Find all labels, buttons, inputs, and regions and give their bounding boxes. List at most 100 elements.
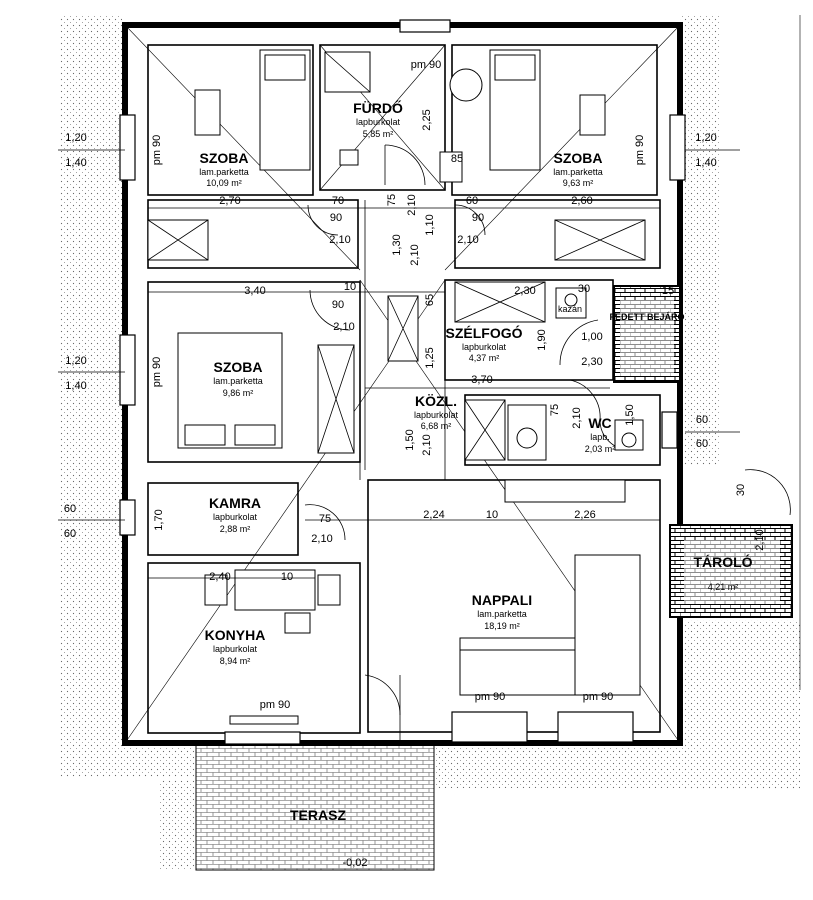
svg-text:KAMRA: KAMRA bbox=[209, 495, 261, 511]
dimension-lines bbox=[58, 149, 740, 579]
svg-text:60: 60 bbox=[696, 414, 708, 426]
svg-text:90: 90 bbox=[330, 212, 342, 224]
svg-text:1,40: 1,40 bbox=[695, 157, 716, 169]
room-label-nappali: NAPPALI lam.parketta 18,19 m² bbox=[472, 592, 532, 631]
svg-text:1,10: 1,10 bbox=[424, 214, 436, 235]
svg-text:WC: WC bbox=[588, 415, 611, 431]
svg-text:2,88 m²: 2,88 m² bbox=[220, 524, 251, 534]
svg-text:1,50: 1,50 bbox=[404, 429, 416, 450]
pm90-label-szoba3: pm 90 bbox=[151, 357, 163, 388]
svg-text:1,90: 1,90 bbox=[536, 329, 548, 350]
svg-text:10: 10 bbox=[486, 509, 498, 521]
svg-text:2,10: 2,10 bbox=[421, 434, 433, 455]
svg-text:2,10: 2,10 bbox=[754, 529, 766, 550]
svg-text:60: 60 bbox=[466, 195, 478, 207]
svg-text:1,00: 1,00 bbox=[581, 331, 602, 343]
svg-text:FÜRDŐ: FÜRDŐ bbox=[353, 99, 403, 116]
svg-text:lapburkolat: lapburkolat bbox=[213, 512, 258, 522]
svg-text:lapburkolat: lapburkolat bbox=[414, 410, 459, 420]
svg-text:lam.parketta: lam.parketta bbox=[199, 167, 249, 177]
svg-text:9,86 m²: 9,86 m² bbox=[223, 388, 254, 398]
svg-text:60: 60 bbox=[64, 503, 76, 515]
svg-text:lam.parketta: lam.parketta bbox=[477, 609, 527, 619]
svg-text:SZÉLFOGÓ: SZÉLFOGÓ bbox=[446, 324, 523, 341]
svg-text:60: 60 bbox=[696, 438, 708, 450]
terasz-paving bbox=[195, 741, 435, 871]
svg-text:15: 15 bbox=[662, 285, 674, 297]
svg-text:3,70: 3,70 bbox=[471, 374, 492, 386]
svg-text:4,21 m²: 4,21 m² bbox=[708, 582, 739, 592]
ground-hatching bbox=[60, 15, 800, 870]
svg-text:65: 65 bbox=[424, 294, 436, 306]
svg-text:SZOBA: SZOBA bbox=[200, 150, 249, 166]
svg-text:1,40: 1,40 bbox=[65, 380, 86, 392]
svg-text:2,10: 2,10 bbox=[409, 244, 421, 265]
svg-text:lapb.: lapb. bbox=[590, 432, 610, 442]
svg-text:30: 30 bbox=[735, 484, 747, 496]
svg-text:lam.parketta: lam.parketta bbox=[213, 376, 263, 386]
svg-text:2,10: 2,10 bbox=[406, 194, 418, 215]
room-label-furdo: FÜRDŐ lapburkolat 5,85 m² bbox=[353, 99, 403, 139]
pm90-label-nappali-2: pm 90 bbox=[583, 691, 614, 703]
svg-text:30: 30 bbox=[578, 283, 590, 295]
svg-text:2,70: 2,70 bbox=[219, 195, 240, 207]
doors bbox=[304, 144, 791, 745]
svg-text:75: 75 bbox=[386, 194, 398, 206]
svg-text:2,10: 2,10 bbox=[571, 407, 583, 428]
pm90-label-furdo: pm 90 bbox=[411, 59, 442, 71]
svg-text:KONYHA: KONYHA bbox=[205, 627, 266, 643]
furniture bbox=[147, 49, 646, 696]
room-label-kozl: KÖZL. lapburkolat 6,68 m² bbox=[414, 393, 459, 431]
svg-text:1,25: 1,25 bbox=[424, 347, 436, 368]
svg-text:85: 85 bbox=[451, 153, 463, 165]
room-label-tarolo: TÁROLÓ 4,21 m² bbox=[693, 553, 752, 592]
svg-text:2,03 m²: 2,03 m² bbox=[585, 444, 616, 454]
vertical-dimension-labels: 2,25 75 2,10 1,10 1,30 2,10 65 1,25 1,90… bbox=[153, 109, 766, 550]
svg-text:TERASZ: TERASZ bbox=[290, 807, 346, 823]
svg-text:60: 60 bbox=[64, 528, 76, 540]
svg-text:3,40: 3,40 bbox=[244, 285, 265, 297]
svg-text:2,30: 2,30 bbox=[514, 285, 535, 297]
svg-text:1,70: 1,70 bbox=[153, 509, 165, 530]
svg-text:2,40: 2,40 bbox=[209, 571, 230, 583]
svg-text:2,10: 2,10 bbox=[333, 321, 354, 333]
room-label-konyha: KONYHA lapburkolat 8,94 m² bbox=[205, 627, 266, 666]
svg-text:1,50: 1,50 bbox=[624, 404, 636, 425]
svg-text:1,30: 1,30 bbox=[391, 234, 403, 255]
pm90-label-nappali-1: pm 90 bbox=[475, 691, 506, 703]
pm90-label-szoba2: pm 90 bbox=[634, 135, 646, 166]
svg-text:90: 90 bbox=[472, 212, 484, 224]
svg-text:5,85 m²: 5,85 m² bbox=[363, 129, 394, 139]
svg-text:8,94 m²: 8,94 m² bbox=[220, 656, 251, 666]
svg-text:4,37 m²: 4,37 m² bbox=[469, 353, 500, 363]
svg-text:1,20: 1,20 bbox=[65, 132, 86, 144]
windows bbox=[119, 19, 686, 745]
svg-text:2,26: 2,26 bbox=[574, 509, 595, 521]
svg-text:75: 75 bbox=[549, 404, 561, 416]
svg-text:10: 10 bbox=[281, 571, 293, 583]
level-label: -0,02 bbox=[342, 857, 367, 869]
room-label-szoba2: SZOBA lam.parketta 9,63 m² bbox=[553, 150, 603, 188]
svg-text:2,10: 2,10 bbox=[311, 533, 332, 545]
svg-text:1,40: 1,40 bbox=[65, 157, 86, 169]
kazan-label: kazán bbox=[558, 304, 582, 314]
svg-text:2,24: 2,24 bbox=[423, 509, 444, 521]
svg-text:6,68 m²: 6,68 m² bbox=[421, 421, 452, 431]
svg-text:TÁROLÓ: TÁROLÓ bbox=[693, 553, 752, 570]
svg-text:2,25: 2,25 bbox=[421, 109, 433, 130]
pm90-label-szoba1: pm 90 bbox=[151, 135, 163, 166]
svg-text:10: 10 bbox=[344, 281, 356, 293]
room-label-terasz: TERASZ bbox=[290, 807, 346, 823]
svg-text:18,19 m²: 18,19 m² bbox=[484, 621, 520, 631]
dimension-labels: 2,70 2,60 70 90 60 90 2,10 2,10 3,40 90 … bbox=[64, 132, 717, 583]
svg-text:70: 70 bbox=[332, 195, 344, 207]
svg-text:1,20: 1,20 bbox=[65, 355, 86, 367]
svg-text:FEDETT BEJÁRÓ: FEDETT BEJÁRÓ bbox=[609, 311, 684, 322]
svg-text:lapburkolat: lapburkolat bbox=[356, 117, 401, 127]
svg-text:SZOBA: SZOBA bbox=[214, 359, 263, 375]
svg-text:KÖZL.: KÖZL. bbox=[415, 393, 457, 409]
svg-text:SZOBA: SZOBA bbox=[554, 150, 603, 166]
svg-text:2,10: 2,10 bbox=[329, 234, 350, 246]
pm90-label-konyha: pm 90 bbox=[260, 699, 291, 711]
svg-text:lapburkolat: lapburkolat bbox=[462, 342, 507, 352]
